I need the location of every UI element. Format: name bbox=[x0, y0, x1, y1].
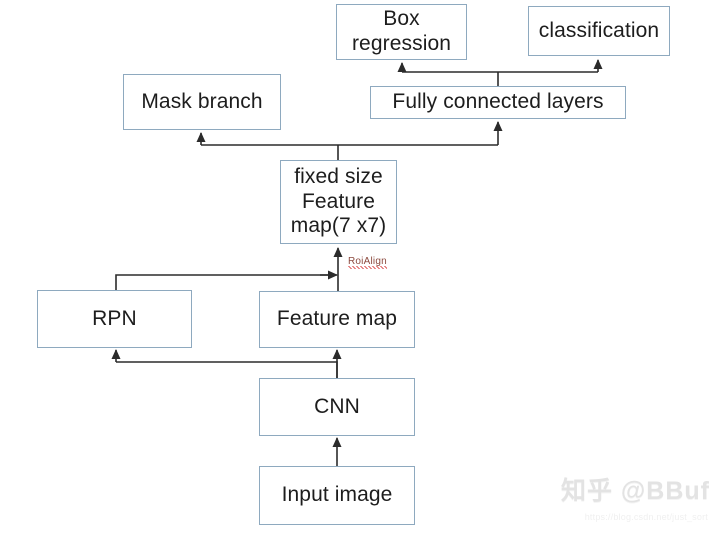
roialign-text: RoiAlign bbox=[348, 256, 387, 269]
node-box-regression[interactable]: Box regression bbox=[336, 4, 467, 60]
node-fixed-size-feature-map[interactable]: fixed size Feature map(7 x7) bbox=[280, 160, 397, 244]
node-cnn[interactable]: CNN bbox=[259, 378, 415, 436]
node-fully-connected-layers[interactable]: Fully connected layers bbox=[370, 86, 626, 119]
node-input-image[interactable]: Input image bbox=[259, 466, 415, 525]
edge-rpn-to-roialign bbox=[115, 274, 334, 290]
node-mask-branch[interactable]: Mask branch bbox=[123, 74, 281, 130]
watermark: 知乎 @BBuf bbox=[560, 477, 710, 505]
edge-cnn-bus bbox=[116, 361, 338, 378]
edge-label-roialign: RoiAlign bbox=[348, 256, 387, 269]
node-classification[interactable]: classification bbox=[528, 6, 670, 56]
node-rpn[interactable]: RPN bbox=[37, 290, 192, 348]
node-feature-map[interactable]: Feature map bbox=[259, 291, 415, 348]
watermark-url: https://blog.csdn.net/just_sort bbox=[584, 512, 708, 522]
